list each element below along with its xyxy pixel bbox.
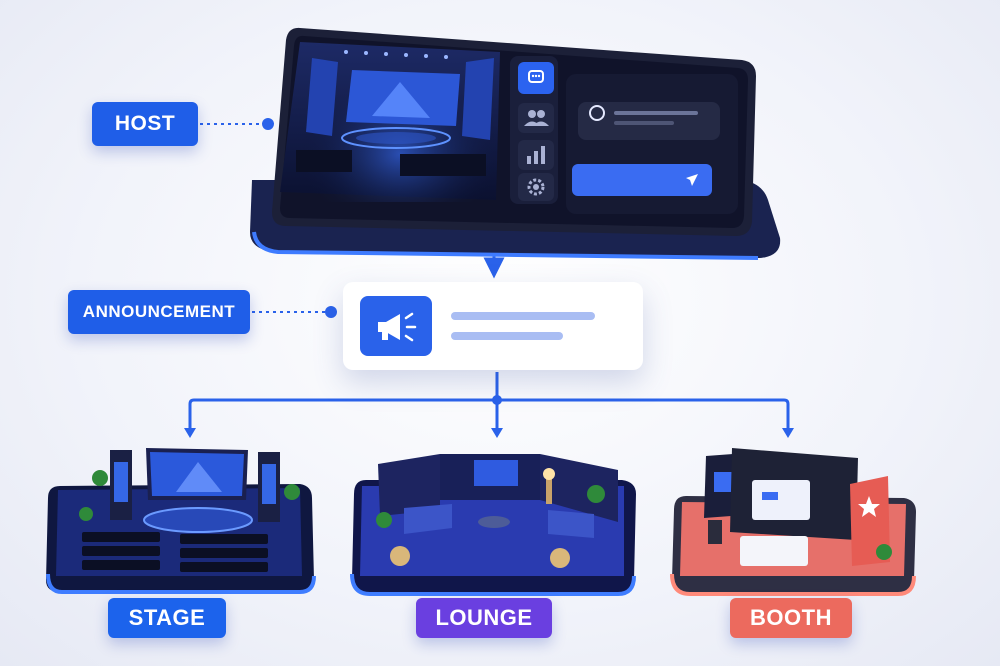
host-video-screen — [280, 42, 500, 202]
booth-label: BOOTH — [730, 598, 852, 638]
megaphone-icon — [360, 296, 432, 356]
lounge-label: LOUNGE — [416, 598, 552, 638]
announcement-line — [451, 332, 563, 340]
host-label: HOST — [92, 102, 198, 146]
gear-icon[interactable] — [518, 173, 554, 201]
send-icon — [686, 174, 698, 186]
announcement-label: ANNOUNCEMENT — [68, 290, 250, 334]
announcement-line — [451, 312, 595, 320]
stage-label: STAGE — [108, 598, 226, 638]
send-button[interactable] — [572, 164, 712, 196]
users-icon[interactable] — [518, 103, 554, 133]
announcement-card — [343, 282, 643, 370]
chat-icon — [589, 105, 605, 121]
chart-icon[interactable] — [518, 140, 554, 170]
